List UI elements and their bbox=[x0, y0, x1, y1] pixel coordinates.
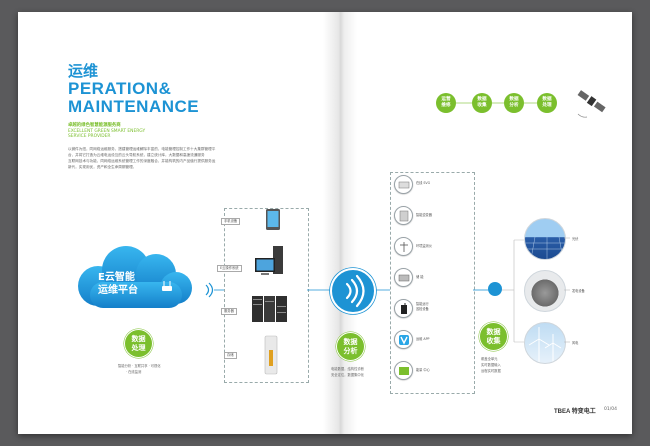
step-process: 数据 处理 bbox=[537, 93, 557, 113]
body-line: 新代，实现用优，资产和全生命周期管理。 bbox=[68, 165, 137, 169]
collect-device-label: 在线 SVG bbox=[416, 181, 431, 185]
inverter-icon bbox=[394, 206, 413, 225]
device-label: 存储 bbox=[224, 352, 237, 359]
body-line: 互联网技术与功能，同网络运维系统管理工作的深度融合，并能构筑的内产品值行提供服务… bbox=[68, 159, 216, 163]
cloud-icon bbox=[78, 246, 192, 308]
storage-icon bbox=[264, 335, 278, 375]
cloud-text-2: 运维平台 bbox=[98, 285, 138, 296]
title-en-2: MAINTENANCE bbox=[68, 97, 200, 116]
collect-device-box bbox=[390, 172, 475, 394]
data-collect-badge: 数据 收集 bbox=[479, 322, 508, 351]
cloud-text-1: E云智能 bbox=[98, 272, 135, 283]
svg-device-icon bbox=[394, 175, 413, 194]
connector-lines bbox=[214, 239, 524, 343]
dish-icon bbox=[488, 282, 502, 296]
brochure-spread: 运维 PERATION& MAINTENANCE 卓越的绿色智慧能源服务商 EX… bbox=[18, 12, 632, 434]
step-label: 数据 处理 bbox=[542, 97, 552, 108]
step-connectors bbox=[456, 102, 537, 104]
solar-photo bbox=[524, 218, 566, 260]
device-label: E云操作系统 bbox=[217, 265, 242, 272]
data-processing-badge: 数据 处理 bbox=[124, 329, 153, 358]
energy-center-icon bbox=[394, 361, 413, 380]
data-analysis-signal-badge bbox=[330, 268, 376, 314]
source-label: 风电 bbox=[572, 341, 579, 345]
body-line: 台，并将它打造为云维电运设互的云头导航系统，建立统计库，大数据和高速流通服务 bbox=[68, 153, 205, 157]
inspection-radio-icon bbox=[394, 299, 413, 318]
wireless-icon bbox=[345, 274, 365, 308]
intro-paragraph: 以微件为纽，同网络运维服务，搭建管理运维解除丰富的，电能管理控制工作十大集群管理… bbox=[68, 146, 254, 170]
subtitle-en-2: SERVICE PROVIDER bbox=[68, 134, 111, 139]
signal-icon bbox=[205, 282, 214, 298]
book-gutter bbox=[323, 12, 357, 434]
step-collect: 数据 收集 bbox=[472, 93, 492, 113]
page-number: 01/04 bbox=[604, 407, 617, 412]
equipment-photo bbox=[524, 270, 566, 312]
server-rack-icon bbox=[252, 296, 287, 322]
subtitle-cn: 卓越的绿色智慧能源服务商 bbox=[68, 123, 121, 128]
analysis-caption-1: 电能数据，结构性诊断 bbox=[331, 367, 364, 371]
wind-photo bbox=[524, 322, 566, 364]
title-en-1: PERATION& bbox=[68, 79, 172, 98]
subtitle-en-1: EXCELLENT GREEN SMART ENERGY bbox=[68, 129, 146, 134]
env-monitor-icon bbox=[394, 237, 413, 256]
source-label: 光伏 bbox=[572, 237, 579, 241]
data-collect-label: 数据 收集 bbox=[486, 328, 501, 345]
step-label: 数据 分析 bbox=[509, 97, 519, 108]
device-group-box bbox=[224, 208, 309, 383]
storage-device-icon bbox=[394, 268, 413, 287]
body-line: 以微件为纽，同网络运维服务，搭建管理运维解除丰富的，电能管理控制工作十大集群管理… bbox=[68, 147, 216, 151]
collect-device-label: 能量 中心 bbox=[416, 368, 430, 372]
satellite-icon bbox=[577, 90, 606, 118]
processing-caption-2: · 在线监测 bbox=[126, 370, 142, 374]
collect-device-label: 智能运行 巡检设备 bbox=[416, 302, 429, 311]
analysis-caption-2: 安全定位，数据集中化 bbox=[331, 373, 364, 377]
collect-caption-2: 实时数据输入 bbox=[481, 363, 501, 367]
processing-caption-1: 智能分析 · 互联共享 · 可视化 bbox=[118, 364, 161, 368]
step-label: 数据 收集 bbox=[477, 97, 487, 108]
step-analysis: 数据 分析 bbox=[504, 93, 524, 113]
data-analysis-label: 数据 分析 bbox=[343, 338, 358, 355]
step-ops: 运营 维修 bbox=[436, 93, 456, 113]
tablet-icon bbox=[266, 209, 280, 230]
device-label: 手机设备 bbox=[221, 218, 241, 225]
collect-device-label: 储 能 bbox=[416, 275, 424, 279]
device-label: 服务器 bbox=[221, 308, 237, 315]
collect-caption-3: 远程实时数据 bbox=[481, 369, 501, 373]
brand-logo: TBEA 特变电工 bbox=[554, 409, 596, 415]
computer-icon bbox=[255, 246, 283, 275]
router-icon bbox=[162, 281, 172, 291]
collect-device-label: 运维 APP bbox=[416, 337, 430, 341]
collect-caption-1: 覆盖全单元 bbox=[481, 357, 498, 361]
title-cn: 运维 bbox=[68, 63, 99, 80]
source-label: 发电设备 bbox=[572, 289, 585, 293]
data-analysis-badge: 数据 分析 bbox=[336, 332, 365, 361]
step-label: 运营 维修 bbox=[441, 97, 451, 108]
collect-device-label: 智能逆变器 bbox=[416, 213, 432, 217]
collect-device-label: 环境监测仪 bbox=[416, 244, 432, 248]
data-processing-label: 数据 处理 bbox=[131, 335, 146, 352]
ops-app-icon bbox=[394, 330, 413, 349]
source-lines bbox=[564, 237, 570, 343]
